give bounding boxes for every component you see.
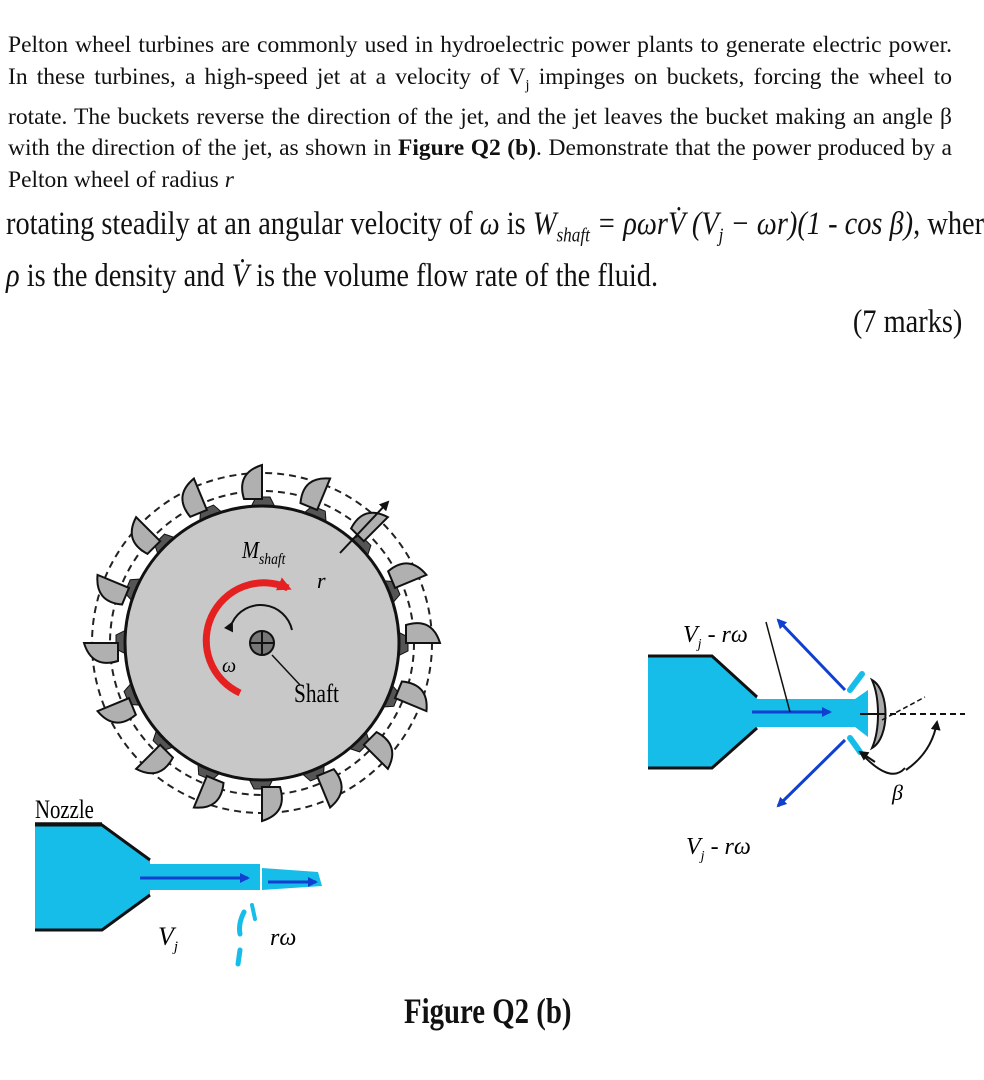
condition-where: , where (913, 206, 984, 242)
svg-text:Mshaft: Mshaft (241, 536, 286, 568)
equation-end: − ωr)(1 - cos β) (723, 206, 914, 242)
omega-label: ω (222, 655, 236, 677)
paragraph-part-b: impinges on buckets, forcing the wheel t… (8, 63, 952, 162)
condition-is: is (499, 206, 533, 242)
beta-arc (859, 751, 906, 775)
pelton-wheel-figure: Mshaft r ω Shaft Nozzle Vj rω Vj - rω Vj… (35, 463, 965, 967)
bucket (82, 628, 129, 664)
paragraph-part-c: . Demonstrate that the power produced by… (8, 135, 952, 193)
figure-caption: Figure Q2 (b) (404, 991, 572, 1031)
bucket (247, 776, 283, 823)
vj-rw-upper-rest: - rω (702, 622, 748, 648)
shaft-label: Shaft (294, 680, 339, 708)
radius-arrow (339, 500, 390, 554)
omega-symbol: ω (479, 206, 500, 242)
m-shaft-label: M (241, 536, 260, 563)
rho-symbol: ρ (6, 257, 20, 294)
w-subscript: shaft (556, 224, 590, 247)
figure-reference: Figure Q2 (b) (398, 135, 537, 162)
svg-text:Vj - rω: Vj - rω (683, 622, 748, 652)
power-equation-text: rotating steadily at an angular velocity… (6, 204, 984, 296)
beta-label: β (891, 780, 903, 805)
vj-rw-lower-rest: - rω (705, 834, 751, 860)
vj-rw-upper-label: V (683, 622, 700, 648)
condition-text-a: rotating steadily at an angular velocity… (6, 206, 480, 242)
equation-part: = ρωrV̇ (V (589, 206, 719, 242)
nozzle-label: Nozzle (35, 796, 94, 825)
bucket (395, 622, 442, 658)
svg-text:Vj - rω: Vj - rω (686, 834, 751, 864)
rotation-arrow (223, 604, 293, 633)
equation-j-subscript: j (718, 224, 724, 247)
exit-arrow-upper (776, 618, 847, 692)
vdot-symbol: V̇ (231, 257, 250, 294)
equation-line-2: ρ is the density and V̇ is the volume fl… (6, 256, 840, 296)
m-shaft-subscript: shaft (259, 551, 286, 568)
svg-text:Vj: Vj (158, 922, 178, 955)
radius-label: r (317, 568, 326, 593)
moment-arrow (202, 577, 292, 697)
paragraph-part-a: Pelton wheel turbines are commonly used … (8, 32, 952, 90)
equation-line-1: rotating steadily at an angular velocity… (6, 204, 984, 256)
condition-text-c: is the volume flow rate of the fluid. (249, 257, 659, 294)
condition-text-b: is the density and (19, 257, 232, 294)
radius-symbol: r (224, 166, 234, 193)
romega-label: rω (270, 925, 296, 951)
exit-arrow-lower (776, 738, 847, 808)
vj-subscript: j (525, 77, 530, 94)
vj-label: V (158, 922, 177, 951)
nozzle-body (35, 825, 150, 930)
vj-rw-upper-sub: j (696, 637, 702, 652)
vj-rw-lower-label: V (686, 834, 703, 860)
vj-rw-lower-sub: j (699, 849, 705, 864)
nozzle-right (648, 656, 757, 768)
vj-label-subscript: j (172, 939, 178, 955)
w-symbol: W (532, 206, 557, 242)
problem-paragraph: Pelton wheel turbines are commonly used … (8, 30, 952, 196)
marks-label: (7 marks) (852, 304, 962, 340)
bucket (241, 463, 277, 510)
